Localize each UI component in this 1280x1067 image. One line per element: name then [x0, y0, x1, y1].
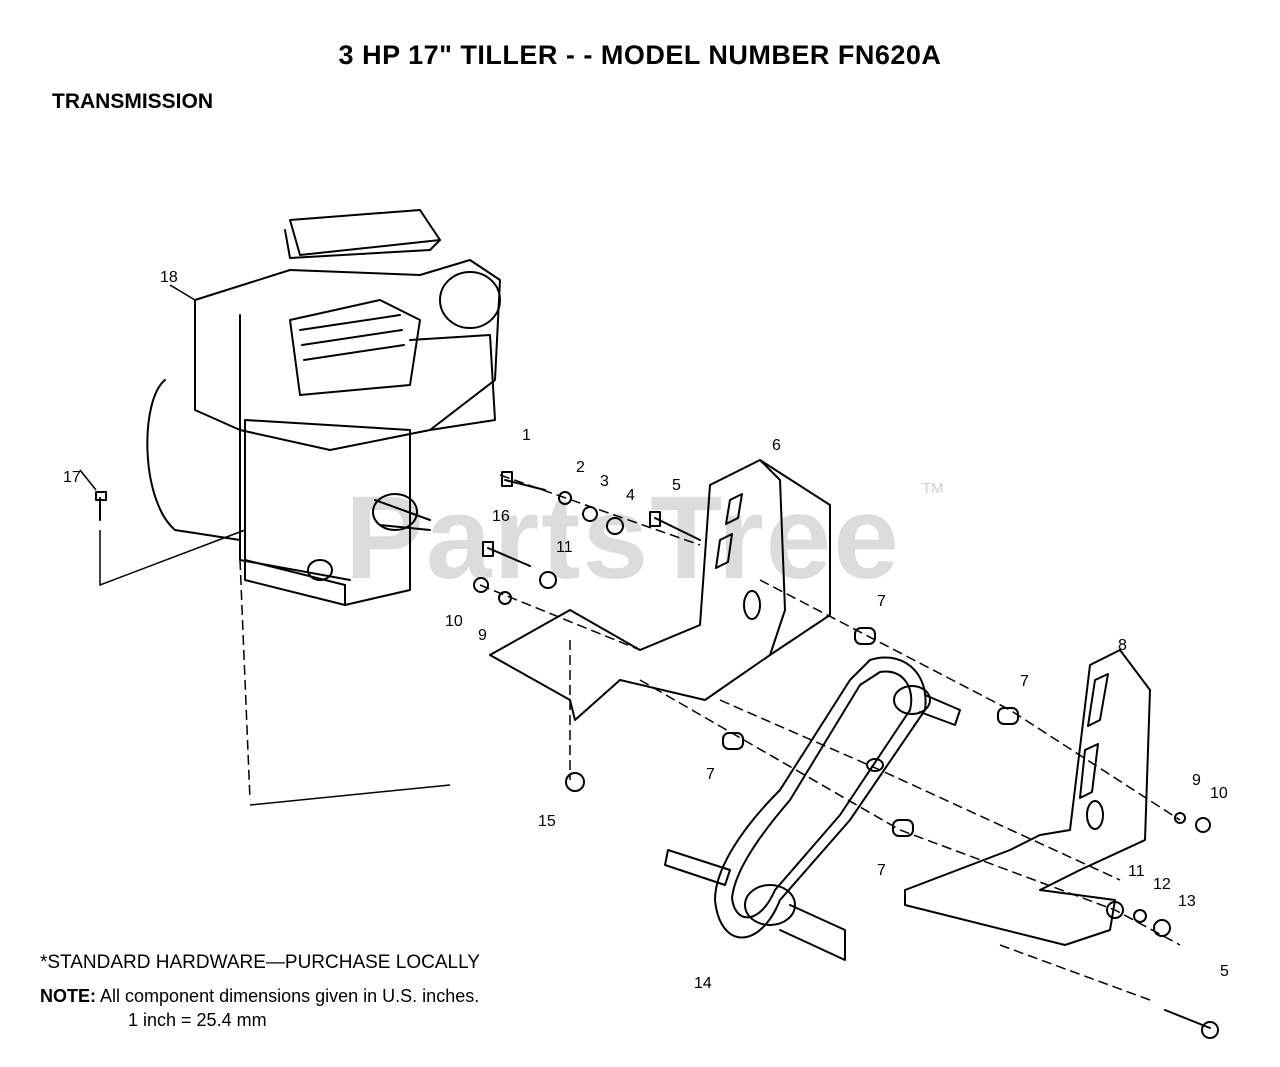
trademark-symbol: TM [922, 480, 944, 497]
callout-2: 2 [576, 459, 585, 476]
standard-hardware-note: *STANDARD HARDWARE—PURCHASE LOCALLY [40, 952, 480, 973]
callout-10b: 10 [1210, 785, 1228, 802]
watermark: PartsTree [345, 472, 901, 604]
callout-12: 12 [1153, 876, 1171, 893]
callout-14: 14 [694, 975, 712, 992]
callout-7d: 7 [877, 862, 886, 879]
callout-10a: 10 [445, 613, 463, 630]
callout-9b: 9 [1192, 772, 1201, 789]
callout-18: 18 [160, 269, 178, 286]
callout-6: 6 [772, 437, 781, 454]
callout-13: 13 [1178, 893, 1196, 910]
engine-part [146, 209, 501, 606]
chain-case-part [664, 656, 961, 961]
conversion-note: 1 inch = 25.4 mm [128, 1010, 267, 1030]
side-plate-part [904, 649, 1151, 946]
callout-7a: 7 [877, 593, 886, 610]
note-text: All component dimensions given in U.S. i… [100, 986, 480, 1006]
callout-1: 1 [522, 427, 531, 444]
callout-7c: 7 [706, 766, 715, 783]
callout-8: 8 [1118, 637, 1127, 654]
note-label: NOTE: [40, 986, 96, 1006]
callout-labels: 1 2 3 4 5 6 7 7 7 7 8 9 9 10 10 11 11 12… [63, 269, 1229, 992]
diagram-title: 3 HP 17" TILLER - - MODEL NUMBER FN620A [338, 40, 942, 70]
callout-4: 4 [626, 487, 635, 504]
callout-9a: 9 [478, 627, 487, 644]
callout-3: 3 [600, 473, 609, 490]
callout-5: 5 [672, 477, 681, 494]
callout-17: 17 [63, 469, 81, 486]
dimensions-note: NOTE: All component dimensions given in … [40, 986, 479, 1007]
callout-11a: 11 [556, 539, 573, 556]
callout-7b: 7 [1020, 673, 1029, 690]
callout-11b: 11 [1128, 863, 1145, 880]
frame-plate-part [489, 459, 831, 721]
callout-5b: 5 [1220, 963, 1229, 980]
callout-15: 15 [538, 813, 556, 830]
callout-16: 16 [492, 508, 510, 525]
section-title: TRANSMISSION [52, 90, 214, 113]
